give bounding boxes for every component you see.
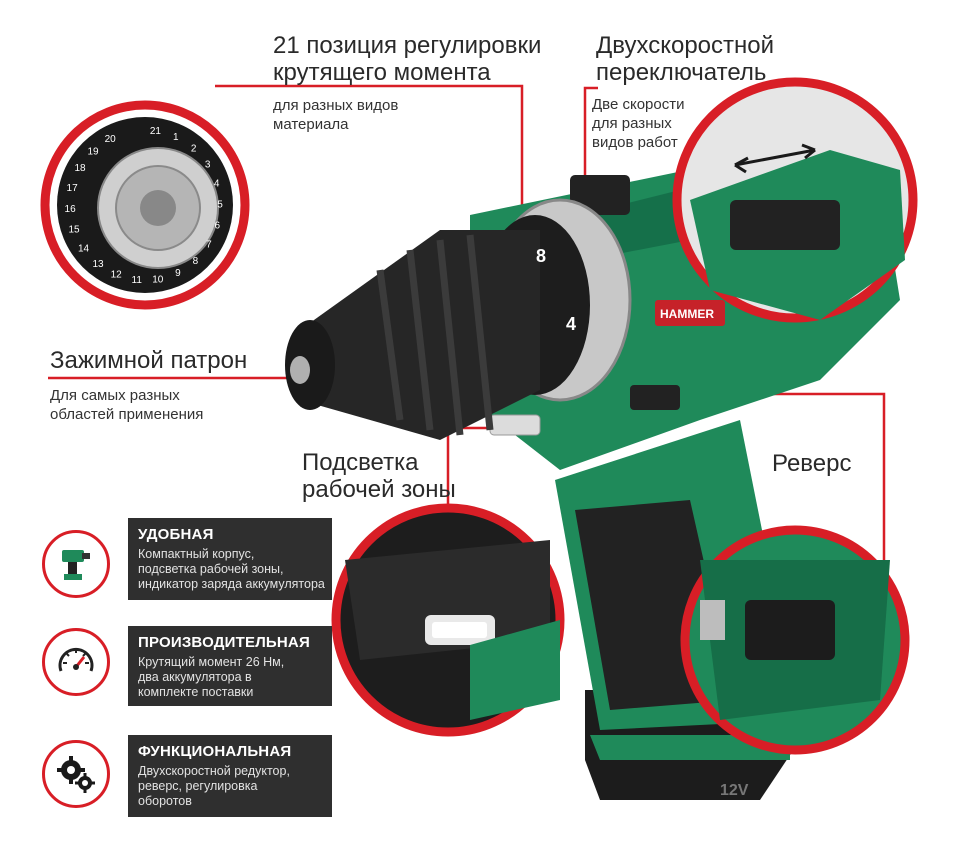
torque-title-line1: 21 позиция регулировки: [273, 32, 542, 59]
gauge-icon: [42, 628, 110, 696]
battery-label: 12V: [720, 782, 749, 799]
torque-callout-sub: для разных видов материала: [273, 96, 398, 134]
speed-sub-line2: для разных: [592, 115, 672, 132]
chuck-sub-line2: областей применения: [50, 406, 204, 423]
torque-sub-line1: для разных видов: [273, 97, 399, 114]
reverse-callout-title: Реверс: [772, 450, 852, 477]
dial-number: 4: [214, 178, 220, 189]
feature-convenient-line3: индикатор заряда аккумулятора: [138, 577, 325, 591]
feature-functional-line1: Двухскоростной редуктор,: [138, 764, 290, 778]
torque-sub-line2: материала: [273, 116, 349, 133]
drill-icon: [42, 530, 110, 598]
speed-switch-zoom: [672, 77, 918, 323]
dial-number: 13: [92, 259, 104, 270]
speed-title-line1: Двухскоростной: [596, 32, 775, 59]
feature-title-convenient: УДОБНАЯ: [138, 526, 214, 543]
work-light-zoom: [331, 503, 565, 737]
dial-number: 3: [205, 159, 211, 170]
dial-number: 12: [111, 270, 123, 281]
light-title-line1: Подсветка: [302, 449, 419, 476]
dial-number: 7: [206, 240, 212, 251]
dial-number: 8: [193, 256, 199, 267]
chuck-callout-sub: Для самых разных областей применения: [50, 386, 203, 424]
dial-number: 6: [215, 220, 221, 231]
brand-logo: HAMMER: [660, 307, 714, 321]
light-title-line2: рабочей зоны: [302, 476, 456, 503]
torque-callout-title: 21 позиция регулировки крутящего момента: [273, 32, 541, 86]
dial-number: 14: [78, 244, 90, 255]
speed-callout-sub: Две скорости для разных видов работ: [592, 95, 684, 152]
chuck-sub-line1: Для самых разных: [50, 387, 180, 404]
feature-functional-line3: оборотов: [138, 794, 192, 808]
dial-number: 18: [74, 163, 86, 174]
feature-title-functional: ФУНКЦИОНАЛЬНАЯ: [138, 743, 292, 760]
reverse-switch-zoom: [680, 525, 910, 755]
chuck-mark-8: 8: [536, 246, 546, 266]
feature-convenient-line1: Компактный корпус,: [138, 547, 255, 561]
dial-number: 15: [68, 225, 80, 236]
feature-productive-line2: два аккумулятора в: [138, 670, 252, 684]
feature-panel-productive: ПРОИЗВОДИТЕЛЬНАЯ Крутящий момент 26 Нм, …: [128, 626, 332, 706]
dial-number: 10: [152, 274, 164, 285]
torque-title-line2: крутящего момента: [273, 59, 491, 86]
feature-title-productive: ПРОИЗВОДИТЕЛЬНАЯ: [138, 634, 310, 651]
speed-sub-line1: Две скорости: [592, 96, 685, 113]
feature-panel-functional: ФУНКЦИОНАЛЬНАЯ Двухскоростной редуктор, …: [128, 735, 332, 817]
dial-number: 16: [65, 204, 77, 215]
light-callout-title: Подсветка рабочей зоны: [302, 449, 456, 503]
drill-chuck: 8 4: [285, 198, 632, 440]
speed-title-line2: переключатель: [596, 59, 767, 86]
dial-number: 11: [132, 275, 143, 286]
feature-panel-convenient: УДОБНАЯ Компактный корпус, подсветка раб…: [128, 518, 332, 600]
feature-convenient-line2: подсветка рабочей зоны,: [138, 562, 284, 576]
chuck-mark-4: 4: [566, 314, 576, 334]
feature-productive-line3: комплекте поставки: [138, 685, 254, 699]
dial-number: 21: [150, 126, 162, 137]
dial-number: 1: [173, 132, 179, 143]
dial-number: 9: [175, 268, 181, 279]
feature-productive-line1: Крутящий момент 26 Нм,: [138, 655, 285, 669]
speed-callout-title: Двухскоростной переключатель: [596, 32, 774, 86]
chuck-callout-title: Зажимной патрон: [50, 347, 248, 374]
dial-number: 5: [217, 199, 223, 210]
feature-functional-line2: реверс, регулировка: [138, 779, 258, 793]
dial-number: 2: [191, 143, 197, 154]
dial-number: 19: [87, 147, 99, 158]
speed-sub-line3: видов работ: [592, 134, 678, 151]
dial-number: 17: [67, 183, 79, 194]
gears-icon: [42, 740, 110, 808]
dial-number: 20: [105, 134, 117, 145]
